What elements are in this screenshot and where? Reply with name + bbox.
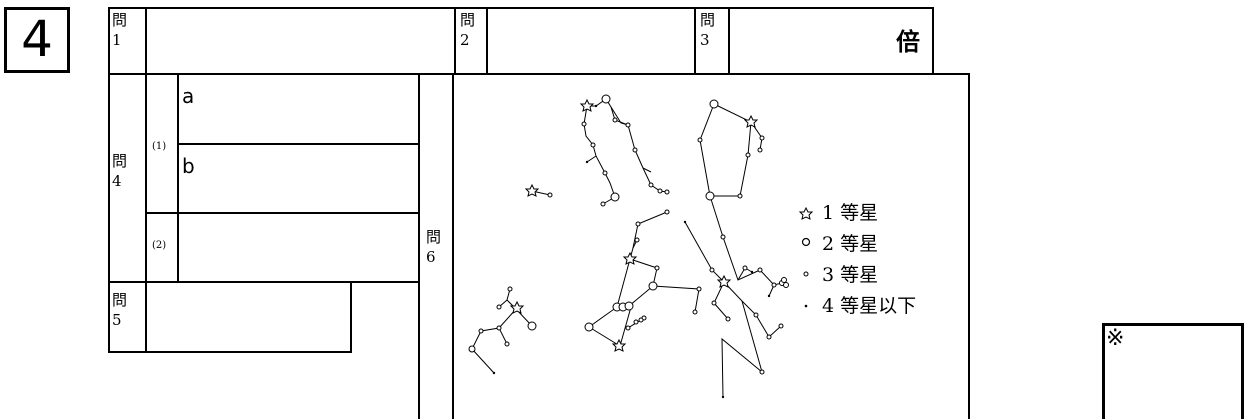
q1-answer-field[interactable]	[147, 9, 454, 73]
dim-stars	[493, 105, 770, 398]
q4-b-label: b	[182, 154, 195, 178]
q4-a-answer-field[interactable]	[200, 76, 416, 142]
legend-mag1-icon	[800, 208, 812, 219]
q3-answer-field[interactable]	[730, 9, 890, 73]
q4-b-answer-field[interactable]	[200, 146, 416, 211]
legend-mag3-label: 3 等星	[822, 264, 878, 286]
legend-mag3-icon	[804, 272, 808, 276]
constellation-lines	[472, 99, 786, 397]
question-number: 4	[21, 10, 53, 68]
q4-2-answer-field[interactable]	[180, 215, 416, 281]
legend: 1 等星 2 等星 3 等星 4 等星以下	[800, 202, 916, 317]
q2-answer-field[interactable]	[488, 9, 694, 73]
legend-mag2-label: 2 等星	[822, 233, 878, 255]
legend-mag1-label: 1 等星	[822, 202, 878, 224]
q4-sub2-label: (2)	[152, 240, 166, 251]
note-mark: ※	[1106, 326, 1124, 351]
star-map[interactable]: 1 等星 2 等星 3 等星 4 等星以下	[454, 75, 968, 419]
question-number-box: 4	[4, 7, 70, 73]
legend-mag4-label: 4 等星以下	[822, 295, 916, 317]
legend-mag4-icon	[805, 305, 808, 308]
q5-answer-field[interactable]	[147, 283, 350, 351]
q3-unit: 倍	[896, 22, 920, 57]
stars	[469, 95, 789, 374]
legend-mag2-icon	[803, 239, 810, 246]
q4-sub1-label: (1)	[152, 141, 166, 152]
first-mag-stars	[511, 100, 757, 351]
q4-a-label: a	[182, 84, 194, 108]
